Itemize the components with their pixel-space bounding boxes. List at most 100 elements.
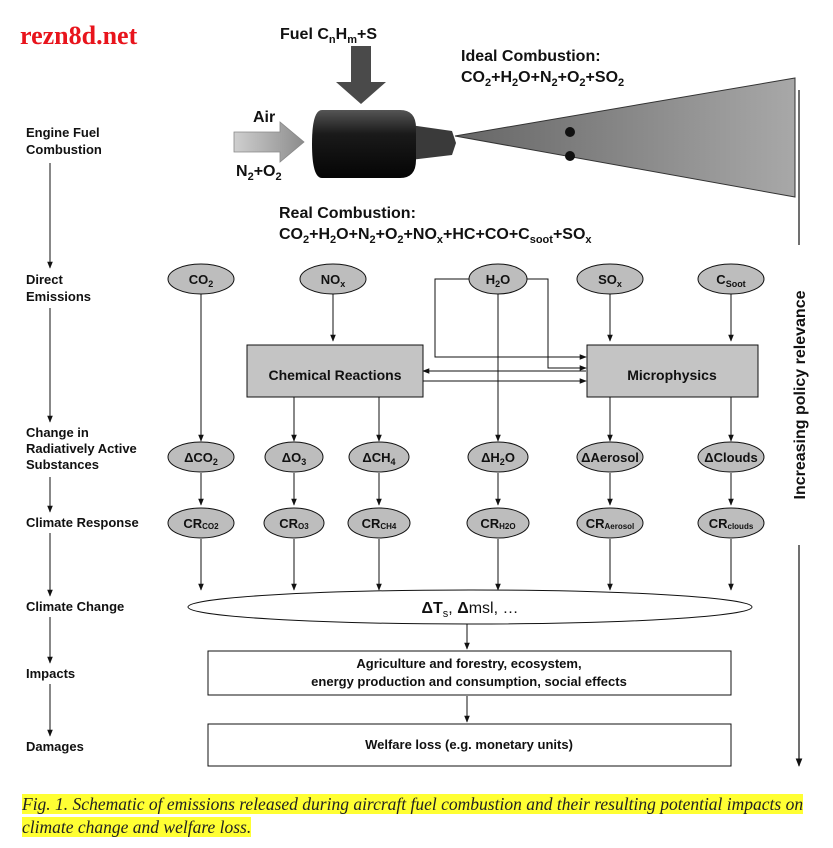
fuel-label: Fuel CnHm+S <box>280 26 377 46</box>
fuel-arrow <box>336 46 386 104</box>
ideal-formula-part: CO <box>461 69 485 86</box>
figure-caption: Fig. 1. Schematic of emissions released … <box>22 793 817 839</box>
response-label-aerosol: CRAerosol <box>586 516 635 531</box>
ideal-formula-subscript: 2 <box>579 77 585 89</box>
chemical-reactions-label: Chemical Reactions <box>268 367 401 383</box>
delta-node-ch4 <box>348 441 410 473</box>
delta-label-clouds: ΔClouds <box>704 450 757 465</box>
stage-label-impacts: Impacts <box>26 666 75 681</box>
response-label-co2: CRCO2 <box>183 516 219 531</box>
real-formula-subscript: soot <box>530 234 554 246</box>
real-combustion-title: Real Combustion: <box>279 205 416 222</box>
real-formula-part: +HC+CO+C <box>443 226 530 243</box>
response-label-o3: CRO3 <box>279 516 309 531</box>
engine-nozzle <box>410 125 456 160</box>
real-formula-part: O+N <box>336 226 369 243</box>
ideal-combustion-formula: CO2+H2O+N2+O2+SO2 <box>461 69 624 89</box>
radiatively-active-substances: ΔCO2 ΔO3 ΔCH4 ΔH2O ΔAerosol ΔClouds <box>167 441 765 473</box>
impacts-text: Agriculture and forestry, ecosystem,ener… <box>311 656 627 689</box>
delta-node-co2 <box>167 441 235 473</box>
delta-label-h2o: ΔH2O <box>481 450 515 467</box>
emission-label-co2: CO2 <box>189 272 214 289</box>
air-composition: N2+O2 <box>236 163 282 183</box>
ideal-formula-subscript: 2 <box>512 77 518 89</box>
real-formula-subscript: 2 <box>397 234 403 246</box>
response-node-ch4 <box>347 507 411 539</box>
microphysics-box <box>586 344 759 398</box>
damages-box <box>207 723 732 767</box>
response-node-co2 <box>167 507 235 539</box>
emission-label-h2o: H2O <box>486 272 511 289</box>
ideal-formula-subscript: 2 <box>552 77 558 89</box>
ideal-combustion-title: Ideal Combustion: <box>461 48 601 65</box>
emission-label-nox: NOx <box>321 272 346 289</box>
stage-label-climate-change: Climate Change <box>26 599 124 614</box>
soot-particle <box>565 151 575 161</box>
stage-label-climate-response: Climate Response <box>26 515 139 530</box>
figure-caption-text: Fig. 1. Schematic of emissions released … <box>22 794 804 837</box>
climate-responses: CRCO2 CRO3 CRCH4 CRH2O CRAerosol CRcloud… <box>167 507 765 539</box>
real-formula-part: +SO <box>553 226 585 243</box>
delta-label-o3: ΔO3 <box>282 450 306 467</box>
real-formula-subscript: x <box>437 234 444 246</box>
climate-change-ellipse <box>187 589 753 625</box>
damages-text: Welfare loss (e.g. monetary units) <box>365 737 573 752</box>
stage-label-damages: Damages <box>26 739 84 754</box>
response-node-aerosol <box>576 507 644 539</box>
policy-relevance-label: Increasing policy relevance <box>792 290 809 499</box>
watermark: rezn8d.net <box>20 21 138 50</box>
air-arrow <box>233 121 305 163</box>
response-label-h2o: CRH2O <box>480 516 515 531</box>
emission-node-csoot <box>697 263 765 295</box>
response-label-clouds: CRclouds <box>709 516 754 531</box>
real-formula-part: +O <box>376 226 398 243</box>
real-formula-subscript: 2 <box>330 234 336 246</box>
ideal-formula-part: +O <box>558 69 580 86</box>
flow-connectors <box>198 278 734 723</box>
emissions-diagram: rezn8d.net Fuel CnHm+S Air N2+O2 Ideal C… <box>20 21 809 767</box>
chemical-reactions-box <box>246 344 424 398</box>
real-formula-subscript: x <box>585 234 592 246</box>
delta-label-aerosol: ΔAerosol <box>581 450 639 465</box>
ideal-formula-part: O+N <box>518 69 551 86</box>
delta-node-h2o <box>467 441 529 473</box>
process-boxes: Chemical Reactions Microphysics <box>246 344 759 398</box>
emission-label-sox: SOx <box>598 272 622 289</box>
delta-label-co2: ΔCO2 <box>184 450 218 467</box>
response-label-ch4: CRCH4 <box>362 516 397 531</box>
delta-node-aerosol <box>576 441 644 473</box>
engine-body <box>312 110 416 178</box>
delta-node-o3 <box>264 441 324 473</box>
emission-label-csoot: CSoot <box>716 272 745 289</box>
ideal-formula-part: +H <box>491 69 512 86</box>
real-formula-part: +H <box>309 226 330 243</box>
emission-node-h2o <box>468 263 528 295</box>
ideal-formula-subscript: 2 <box>618 77 624 89</box>
response-node-h2o <box>466 507 530 539</box>
response-node-clouds <box>697 507 765 539</box>
real-combustion-formula: CO2+H2O+N2+O2+NOx+HC+CO+Csoot+SOx <box>279 226 592 246</box>
exhaust-plume <box>454 77 796 198</box>
emission-node-sox <box>576 263 644 295</box>
delta-node-clouds <box>697 441 765 473</box>
ideal-formula-part: +SO <box>586 69 618 86</box>
real-formula-part: CO <box>279 226 303 243</box>
emission-node-nox <box>299 263 367 295</box>
real-formula-subscript: 2 <box>370 234 376 246</box>
microphysics-label: Microphysics <box>627 367 717 383</box>
real-formula-part: +NO <box>404 226 437 243</box>
real-formula-subscript: 2 <box>303 234 309 246</box>
impacts-box <box>207 650 732 696</box>
direct-emissions: CO2 NOx H2O SOx CSoot <box>167 263 765 295</box>
soot-particle <box>565 127 575 137</box>
emission-node-co2 <box>167 263 235 295</box>
climate-change-label: ΔTs, Δmsl, … <box>422 600 519 620</box>
engine-illustration <box>233 46 796 198</box>
delta-label-ch4: ΔCH4 <box>362 450 395 467</box>
response-node-o3 <box>263 507 325 539</box>
ideal-formula-subscript: 2 <box>485 77 491 89</box>
